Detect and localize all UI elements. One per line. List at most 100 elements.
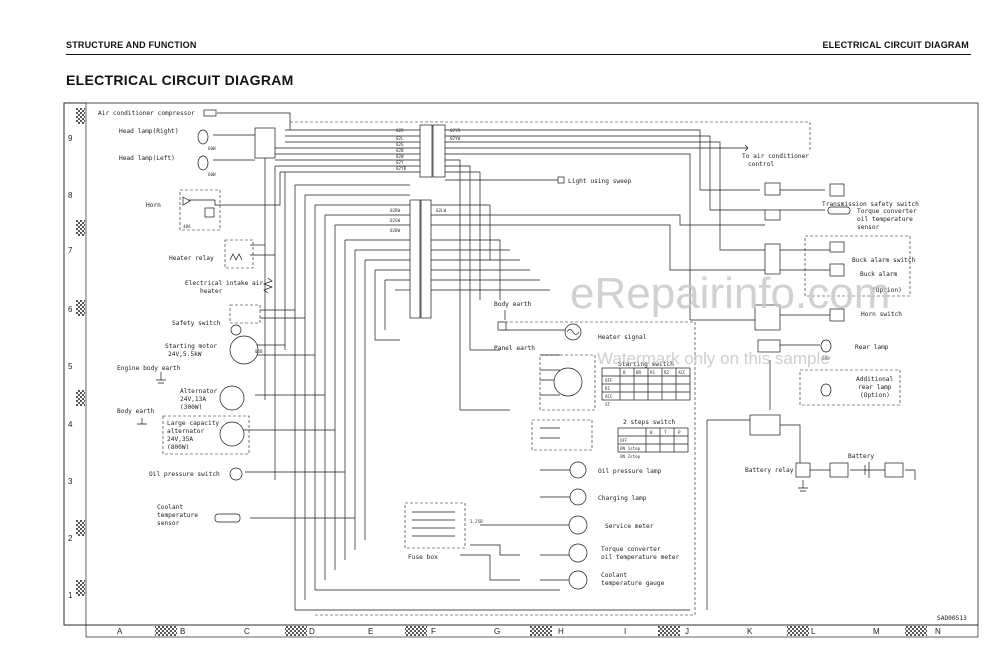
- fuse-box: Fuse box: [404, 502, 466, 561]
- head-lamp-left-rating: 60W: [208, 172, 216, 177]
- transmission-switch-label: Transmission safety switch: [822, 201, 919, 208]
- figure-code: SAD00513: [937, 615, 967, 622]
- col-k: K: [747, 627, 753, 636]
- heater-signal-label: Heater signal: [598, 334, 647, 341]
- col-b: B: [180, 627, 185, 636]
- row-2: 2: [68, 534, 73, 543]
- col-e: E: [368, 627, 373, 636]
- large-alt-label-2: alternator: [167, 428, 205, 435]
- wire-code: 02GW: [390, 218, 401, 223]
- add-rear-label-3: (Option): [860, 392, 890, 399]
- to-ac-control: To air conditioner control: [740, 144, 809, 168]
- starting-switch-label: Starting switch: [618, 361, 674, 368]
- large-capacity-alternator: Large capacity alternator 24V,35A (800W): [162, 415, 250, 455]
- light-using-sweep: Light using sweep: [445, 176, 632, 185]
- diagram-frame: [63, 102, 979, 626]
- oil-pressure-switch: Oil pressure switch: [149, 467, 243, 481]
- horn-label: Horn: [146, 202, 161, 209]
- oil-pressure-lamp-label: Oil pressure lamp: [598, 468, 662, 475]
- oil-pressure-switch-label: Oil pressure switch: [149, 471, 220, 478]
- col-g: G: [494, 627, 500, 636]
- row-ruler: 9 8 7 6 5 4 3 2 1: [63, 102, 87, 626]
- add-rear-label-1: Additional: [856, 376, 894, 383]
- ss-header-br: BR: [636, 370, 642, 375]
- starting-switch-table: B BR R1 R2 ACC OFF R1 ACC ST: [601, 367, 691, 407]
- horn-switch: Horn switch: [829, 308, 902, 322]
- fuse-box-label: Fuse box: [408, 554, 438, 561]
- torque-converter-sensor: Torque converter oil temperature sensor: [827, 206, 917, 231]
- battery-label: Battery: [848, 453, 874, 460]
- coolant-sensor-label-3: sensor: [157, 520, 180, 527]
- body-earth-left-label: Body earth: [117, 408, 155, 415]
- body-earth-center: Body earth Panel earth: [494, 301, 535, 352]
- head-lamp-left: Head lamp(Left) 60W: [119, 155, 216, 177]
- heater-relay-label: Heater relay: [169, 255, 214, 262]
- wire-code: 02G: [396, 142, 404, 147]
- connector-middle: [409, 199, 432, 319]
- watermark-sub: Watermark only on this sample: [597, 349, 830, 368]
- horn-rating: 48A: [183, 224, 191, 229]
- head-lamp-right-label: Head lamp(Right): [119, 128, 179, 135]
- ts-row-off: OFF: [620, 438, 628, 443]
- wire-code: 02R: [396, 128, 404, 133]
- buck-alarm-label: Buck alarm: [860, 271, 898, 278]
- ts-header-p: P: [678, 430, 681, 435]
- service-meter-label: Service meter: [605, 523, 654, 530]
- rear-lamp-rating: 60W: [822, 356, 830, 361]
- page-title: ELECTRICAL CIRCUIT DIAGRAM: [66, 72, 294, 88]
- starting-switch: Starting switch: [539, 354, 674, 411]
- battery-relay: Battery relay: [745, 462, 811, 492]
- service-meter: Service meter: [568, 515, 654, 535]
- alternator: Alternator 24V,13A (300W): [180, 385, 245, 411]
- oil-pressure-lamp: Oil pressure lamp: [569, 461, 662, 479]
- large-alt-label-3: 24V,35A: [167, 436, 193, 443]
- col-i: I: [624, 627, 626, 636]
- coolant-temperature-sensor: Coolant temperature sensor: [157, 504, 241, 527]
- two-steps-switch: 2 steps switch B T P OFF ON 1step ON 2st…: [531, 419, 689, 459]
- rear-lamp: Rear lamp 60W: [820, 339, 889, 361]
- charging-lamp: Charging lamp: [569, 488, 647, 506]
- transmission-safety-switch: Transmission safety switch: [822, 183, 919, 208]
- battery: Battery: [829, 453, 904, 478]
- ss-row-off: OFF: [605, 378, 613, 383]
- tc-sensor-label-1: Torque converter: [857, 208, 917, 215]
- alternator-label-1: Alternator: [180, 388, 218, 395]
- coolant-gauge-label-2: temperature gauge: [601, 580, 665, 587]
- charging-lamp-label: Charging lamp: [598, 495, 647, 502]
- wire-code: 1.25B: [470, 519, 483, 524]
- ss-header-b: B: [623, 370, 626, 375]
- heater-signal: Heater signal: [564, 323, 647, 341]
- wire-code: 02BW: [390, 228, 401, 233]
- wire-code: 02YB: [396, 166, 407, 171]
- wire-code: 02W: [396, 154, 404, 159]
- col-l: L: [811, 627, 816, 636]
- row-5: 5: [68, 362, 73, 371]
- buck-alarm-group: Buck alarm switch Buck alarm (Option): [804, 235, 916, 297]
- buck-alarm-switch-label: Buck alarm switch: [852, 257, 916, 264]
- large-alt-label-4: (800W): [167, 444, 189, 451]
- alternator-label-3: (300W): [180, 404, 202, 411]
- wire-code-labels: 02R 02L 02G 02B 02W 02Y 02YB 02YR 02YW 0…: [255, 128, 483, 524]
- ss-row-acc: ACC: [605, 394, 613, 399]
- connector-upper: [419, 124, 446, 178]
- row-8: 8: [68, 191, 73, 200]
- ss-row-st: ST: [605, 402, 611, 407]
- engine-earth-label: Engine body earth: [117, 365, 181, 372]
- watermark-main: eRepairinfo.com: [570, 269, 890, 318]
- coolant-temperature-gauge: Coolant temperature gauge: [568, 570, 665, 590]
- coolant-gauge-label-1: Coolant: [601, 572, 627, 579]
- alternator-label-2: 24V,13A: [180, 396, 206, 403]
- col-j: J: [685, 627, 689, 636]
- col-c: C: [244, 627, 250, 636]
- section-header-right: ELECTRICAL CIRCUIT DIAGRAM: [822, 40, 969, 50]
- row-3: 3: [68, 477, 73, 486]
- tc-meter-label-1: Torque converter: [601, 546, 661, 553]
- row-9: 9: [68, 134, 73, 143]
- light-sweep-label: Light using sweep: [568, 178, 632, 185]
- starting-motor: Starting motor 24V,5.5kW: [165, 324, 259, 365]
- ac-compressor: Air conditioner compressor: [98, 109, 217, 117]
- safety-switch-label: Safety switch: [172, 320, 221, 327]
- head-lamp-relay: [254, 127, 276, 159]
- starting-motor-label-1: Starting motor: [165, 343, 217, 350]
- safety-switch: Safety switch: [172, 304, 261, 327]
